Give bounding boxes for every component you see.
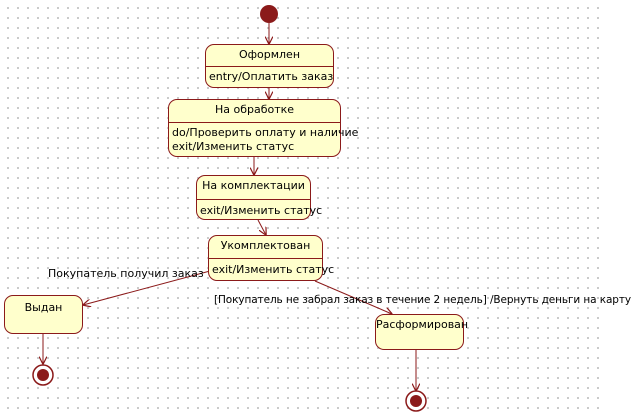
state-name: Расформирован <box>376 318 469 331</box>
state-action: entry/Оплатить заказ <box>209 70 334 83</box>
state-name: Укомплектован <box>220 239 311 252</box>
state-action: exit/Изменить статус <box>172 140 295 153</box>
state-rasformirovan[interactable]: Расформирован <box>375 314 469 350</box>
final-node-vydan <box>32 364 54 386</box>
state-vydan[interactable]: Выдан <box>4 295 83 334</box>
transition-ukomplektovan-vydan <box>83 270 211 305</box>
state-oformlen[interactable]: Оформлен entry/Оплатить заказ <box>205 44 334 88</box>
state-name: На комплектации <box>202 179 305 192</box>
state-divider <box>169 122 340 123</box>
transition-lines <box>32 5 427 412</box>
state-na-komplektatsii[interactable]: На комплектации exit/Изменить статус <box>196 175 323 220</box>
transition-label-not-picked-up: [Покупатель не забрал заказ в течение 2 … <box>214 294 631 306</box>
state-divider <box>206 66 333 67</box>
transition-ukomplektovan-rasformirovan <box>314 280 392 314</box>
transition-label-picked-up: Покупатель получил заказ <box>48 267 204 280</box>
final-node-rasformirovan <box>405 390 427 412</box>
transition-komplektatsiya-ukomplektovan <box>257 219 266 235</box>
state-name: Выдан <box>24 301 63 314</box>
initial-node <box>260 5 278 23</box>
state-action: do/Проверить оплату и наличие <box>172 126 359 139</box>
state-actions: entry/Оплатить заказ <box>206 67 333 84</box>
state-divider <box>209 258 322 259</box>
state-ukomplektovan[interactable]: Укомплектован exit/Изменить статус <box>208 235 335 281</box>
state-actions: do/Проверить оплату и наличие exit/Измен… <box>169 123 359 154</box>
state-divider <box>197 199 310 200</box>
state-actions: exit/Изменить статус <box>209 259 335 277</box>
state-name: Оформлен <box>238 48 301 61</box>
state-actions: exit/Изменить статус <box>197 200 323 218</box>
state-na-obrabotke[interactable]: На обработке do/Проверить оплату и налич… <box>168 99 359 157</box>
state-name: На обработке <box>214 103 295 116</box>
state-action: exit/Изменить статус <box>212 263 335 276</box>
state-action: exit/Изменить статус <box>200 204 323 217</box>
